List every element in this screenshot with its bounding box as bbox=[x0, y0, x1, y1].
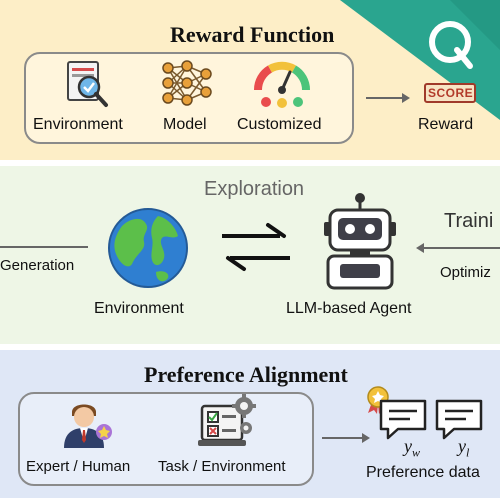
gauge-icon bbox=[253, 61, 311, 108]
environment-label: Environment bbox=[94, 300, 184, 317]
exploration-title: Exploration bbox=[204, 178, 305, 200]
yw-subscript: w bbox=[412, 445, 421, 460]
pref-item-task: Task / Environment bbox=[158, 458, 286, 475]
chat-bubble-icon bbox=[435, 399, 483, 440]
globe-icon bbox=[108, 208, 188, 288]
reward-arrow-icon bbox=[366, 93, 410, 103]
reward-title: Reward Function bbox=[170, 22, 335, 47]
neural-network-icon bbox=[162, 60, 212, 106]
generation-label: Generation bbox=[0, 257, 75, 274]
exploration-band bbox=[0, 166, 500, 344]
preference-output-label: Preference data bbox=[366, 464, 480, 481]
agent-label: LLM-based Agent bbox=[286, 300, 412, 317]
yl-subscript: l bbox=[466, 445, 470, 460]
preference-arrow-icon bbox=[322, 433, 370, 443]
yl-label: yl bbox=[458, 436, 469, 461]
pref-item-expert: Expert / Human bbox=[26, 458, 131, 475]
reward-output-label: Reward bbox=[418, 116, 474, 133]
robot-icon bbox=[324, 193, 396, 290]
generation-line bbox=[0, 246, 88, 248]
yl-symbol: y bbox=[458, 436, 466, 456]
training-arrow-icon bbox=[416, 243, 500, 253]
bidirectional-arrows-icon bbox=[222, 223, 290, 271]
chat-bubble-icon bbox=[379, 399, 427, 440]
preference-title: Preference Alignment bbox=[144, 362, 348, 387]
training-title: Traini bbox=[444, 210, 494, 232]
reward-item-customized: Customized bbox=[237, 116, 322, 133]
yw-symbol: y bbox=[404, 436, 412, 456]
task-checklist-gear-icon bbox=[198, 394, 256, 446]
expert-person-icon bbox=[64, 404, 112, 448]
document-check-icon bbox=[67, 61, 108, 107]
reward-item-environment: Environment bbox=[33, 116, 123, 133]
optimization-label: Optimiz bbox=[440, 264, 491, 281]
score-text: SCORE bbox=[428, 86, 474, 100]
reward-item-model: Model bbox=[163, 116, 207, 133]
yw-label: yw bbox=[404, 436, 420, 461]
score-board-icon: SCORE bbox=[424, 80, 476, 106]
